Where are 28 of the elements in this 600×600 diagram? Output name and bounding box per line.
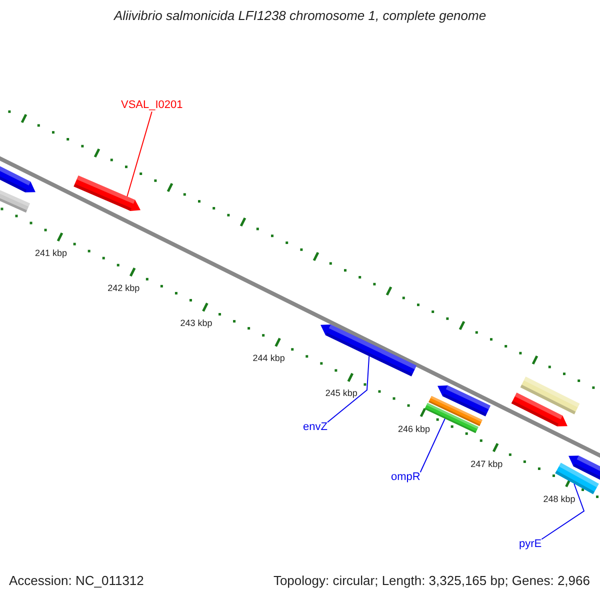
scale-label: 244 kbp xyxy=(252,353,285,364)
gene-label: envZ xyxy=(303,421,328,434)
gene-band xyxy=(555,462,599,494)
gene-band xyxy=(520,376,580,414)
gene-feature xyxy=(511,392,568,426)
genome-summary-text: Topology: circular; Length: 3,325,165 bp; Genes: 2,966 xyxy=(273,574,590,589)
gene-label: ompR xyxy=(391,471,420,484)
title: Aliivibrio salmonicida LFI1238 chromosome 1, complete genome xyxy=(112,9,488,24)
scale-label: 241 kbp xyxy=(35,248,68,258)
scale-label: 248 kbp xyxy=(543,494,576,504)
leader-line xyxy=(420,418,446,473)
leader-line xyxy=(326,356,370,423)
accession-text: Accession: NC_011312 xyxy=(9,574,144,589)
gene-band xyxy=(0,187,30,213)
gene-feature xyxy=(438,385,491,416)
gene-label: pyrE xyxy=(519,538,542,551)
gene-feature xyxy=(74,176,141,211)
gene-band xyxy=(428,396,482,426)
scale-label: 245 kbp xyxy=(325,388,358,399)
gene-feature xyxy=(0,164,36,192)
scale-label: 243 kbp xyxy=(180,318,212,329)
gene-label: VSAL_I0201 xyxy=(121,99,183,112)
scale-label: 242 kbp xyxy=(108,283,140,294)
scale-label: 247 kbp xyxy=(470,458,503,469)
gene-feature xyxy=(320,324,417,376)
leader-line xyxy=(126,111,152,197)
leader-line xyxy=(541,483,585,540)
scale-label: 246 kbp xyxy=(398,424,430,434)
